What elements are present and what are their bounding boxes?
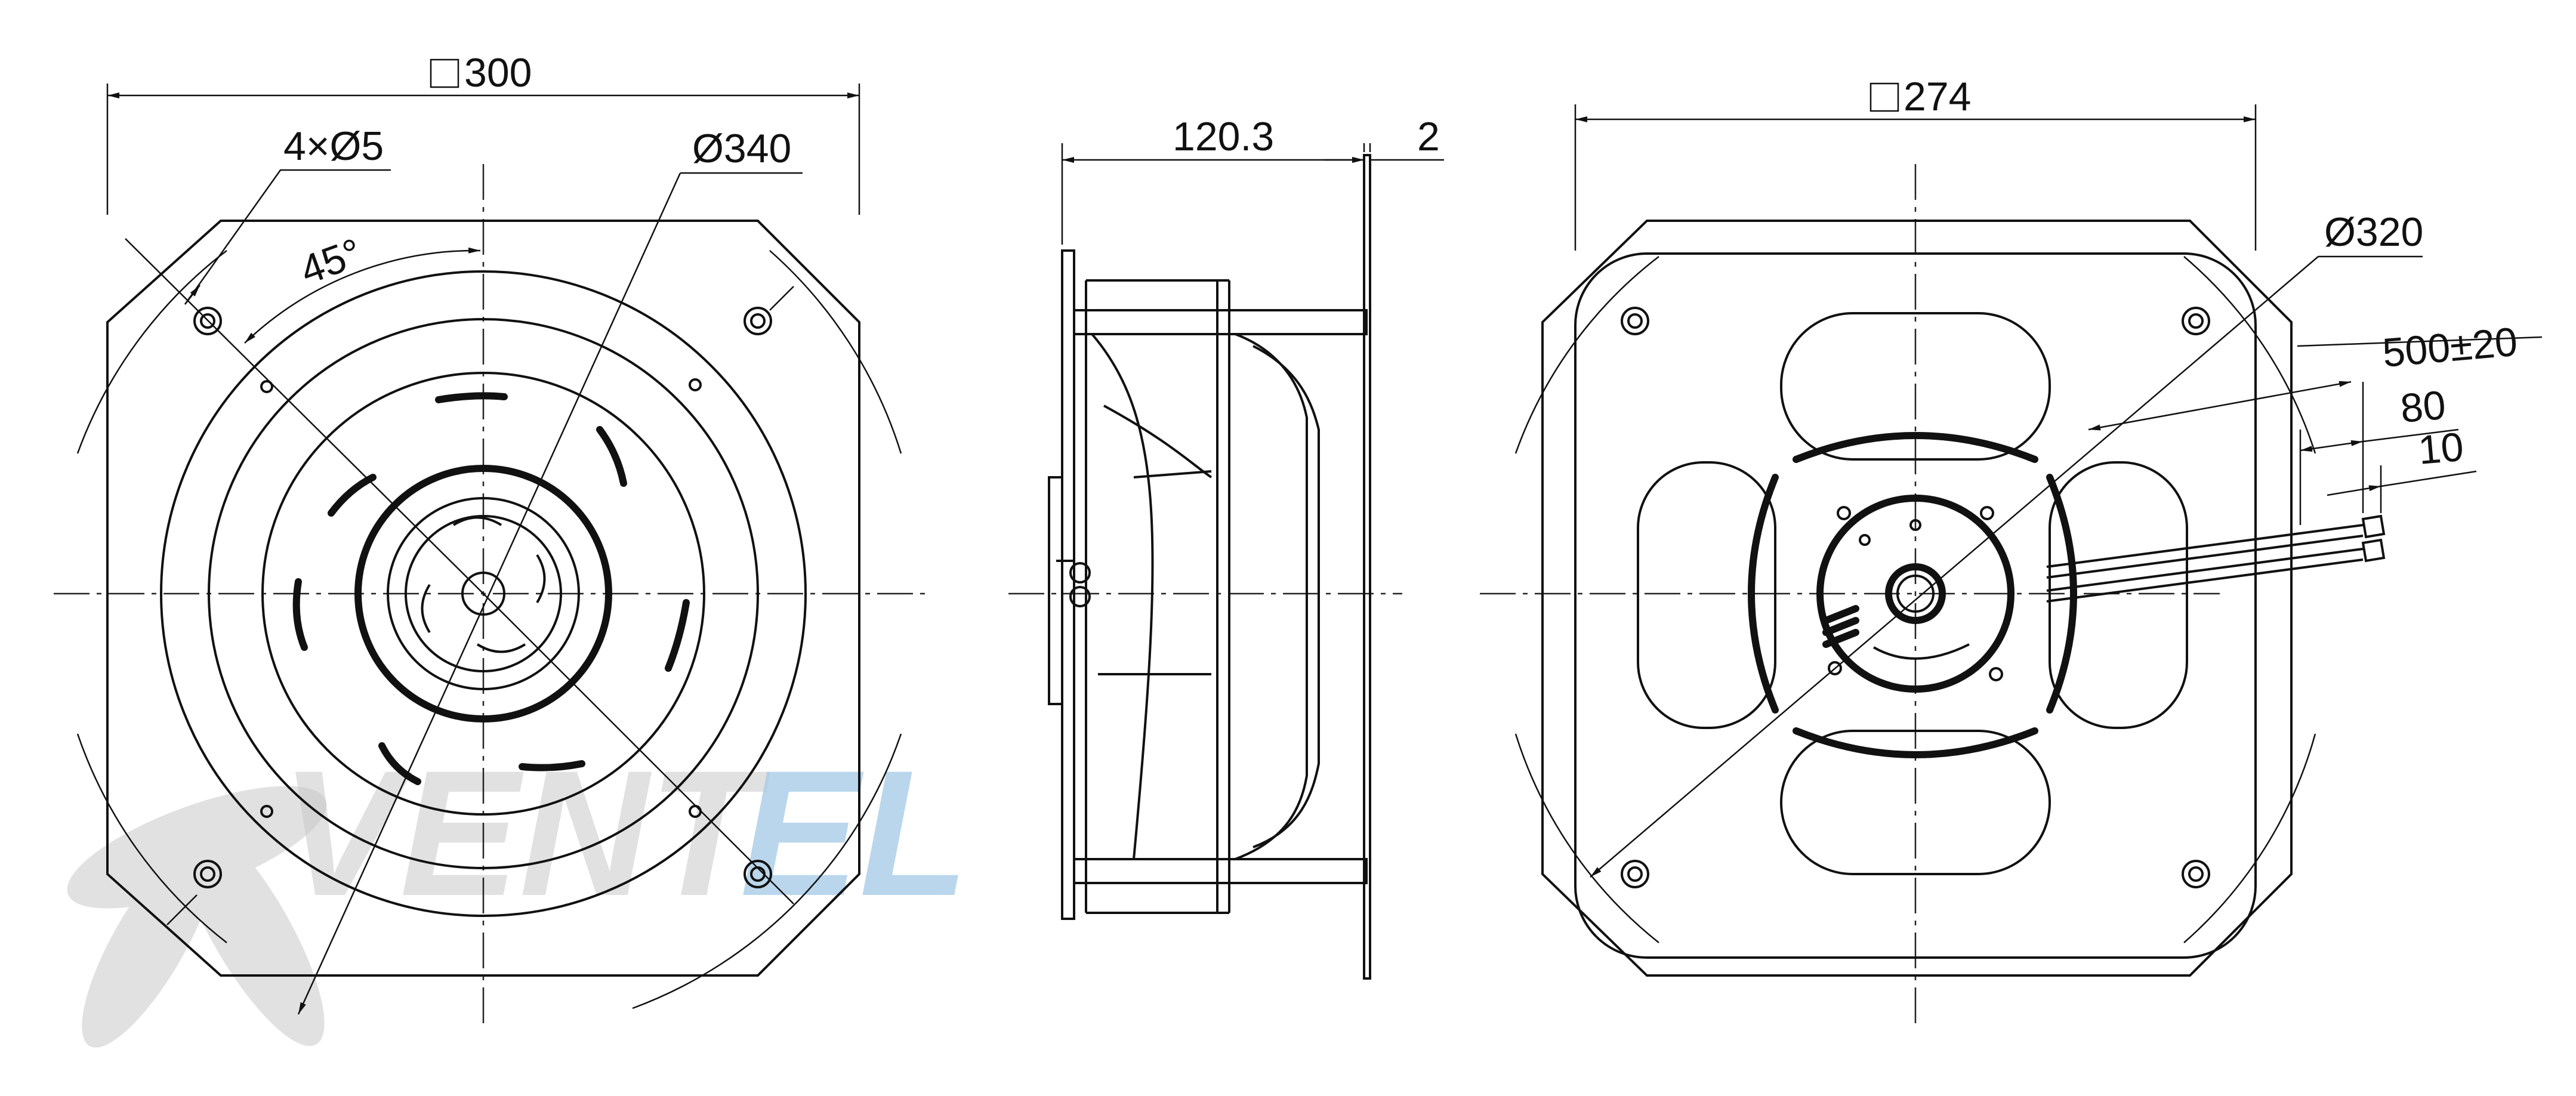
- watermark: VENT EL: [67, 733, 968, 1048]
- dim-front-square: 300: [464, 50, 532, 95]
- dim-rear-square: 274: [1904, 74, 1971, 119]
- dim-rear-diameter: Ø320: [2324, 209, 2423, 255]
- dim-side-depth: 120.3: [1173, 114, 1274, 159]
- mounting-hole-icon: [744, 307, 772, 335]
- mounting-hole-icon: [1621, 307, 1649, 335]
- dim-front-angle: 45°: [294, 230, 368, 294]
- dim-rear-wire-strip: 10: [2417, 424, 2466, 473]
- dim-rear-strip-length: 80: [2399, 382, 2448, 431]
- mounting-hole-icon: [2182, 860, 2210, 888]
- dim-rear-cable-length: 500±20: [2381, 319, 2519, 375]
- watermark-text-blue: EL: [740, 733, 968, 933]
- mounting-hole-icon: [1621, 860, 1649, 888]
- side-view: 120.3 2: [1008, 114, 1444, 980]
- mounting-hole-icon: [2182, 307, 2210, 335]
- dim-front-diameter: Ø340: [692, 126, 791, 171]
- mounting-hole-icon: [193, 860, 222, 888]
- rear-view: 274 Ø320 500±20 80 10: [1480, 74, 2543, 1029]
- mounting-hole-icon: [193, 307, 222, 335]
- dim-front-holes: 4×Ø5: [283, 124, 384, 169]
- dim-side-flange: 2: [1417, 114, 1440, 159]
- front-view: 300 4×Ø5 Ø340 45°: [54, 50, 931, 1029]
